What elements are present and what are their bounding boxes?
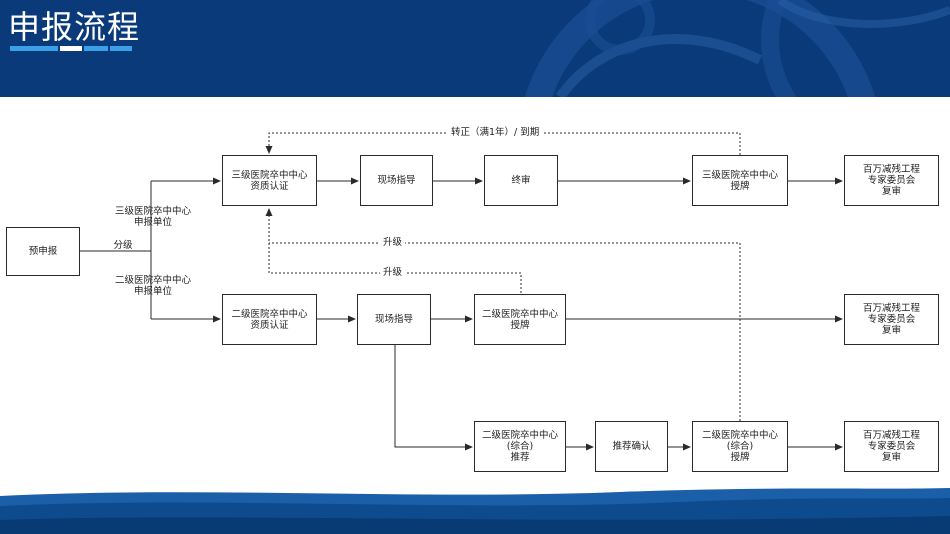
text-line: 三级医院卒中中心 bbox=[114, 206, 191, 217]
label-upgrade-1: 升级 bbox=[380, 237, 406, 248]
text-line: 专家委员会 bbox=[867, 175, 916, 186]
page-title: 申报流程 bbox=[8, 8, 141, 46]
node-l2c-confirm: 推荐确认 bbox=[595, 421, 668, 472]
text-line: (综合) bbox=[506, 441, 534, 452]
text-line: 三级医院卒中中心 bbox=[231, 169, 308, 181]
text-line: 复审 bbox=[881, 186, 901, 197]
node-l2c-committee: 百万减残工程专家委员会复审 bbox=[844, 421, 939, 472]
text-line: 二级医院卒中中心 bbox=[701, 430, 778, 441]
node-l2-committee: 百万减残工程专家委员会复审 bbox=[844, 294, 939, 345]
text-line: 申报单位 bbox=[133, 286, 172, 297]
edge-l2-onsite-recommend bbox=[394, 345, 473, 451]
text-line: 复审 bbox=[881, 452, 901, 463]
text-line: 三级医院卒中中心 bbox=[701, 169, 778, 181]
text-line: 申报单位 bbox=[133, 217, 172, 228]
label-l3-applicant: 三级医院卒中中心申报单位 bbox=[108, 206, 198, 228]
node-l3-onsite: 现场指导 bbox=[360, 155, 433, 206]
footer-wave bbox=[0, 488, 950, 534]
title-underline-segment bbox=[10, 46, 58, 51]
title-underline-segment bbox=[84, 46, 108, 51]
text-line: 百万减残工程 bbox=[862, 164, 920, 175]
node-l2-award: 二级医院卒中中心授牌 bbox=[474, 294, 566, 345]
text-line: 专家委员会 bbox=[867, 441, 916, 452]
text-line: 授牌 bbox=[510, 319, 530, 331]
text-line: 专家委员会 bbox=[867, 314, 916, 325]
title-underline-segment bbox=[110, 46, 132, 51]
label-l2-applicant: 二级医院卒中中心申报单位 bbox=[108, 275, 198, 297]
node-l2-onsite: 现场指导 bbox=[357, 294, 431, 345]
title-underline-segment bbox=[60, 46, 82, 51]
edge-upgrade-from-l2c-award bbox=[269, 242, 741, 421]
node-l3-award: 三级医院卒中中心授牌 bbox=[692, 155, 788, 206]
text-line: 资质认证 bbox=[250, 180, 289, 192]
node-l3-cert: 三级医院卒中中心资质认证 bbox=[222, 155, 317, 206]
node-l2c-award: 二级医院卒中中心(综合)授牌 bbox=[692, 421, 788, 472]
header-decoration bbox=[524, 0, 950, 97]
node-l2c-recommend: 二级医院卒中中心(综合)推荐 bbox=[474, 421, 566, 472]
text-line: 授牌 bbox=[730, 180, 750, 192]
text-line: 预申报 bbox=[28, 246, 58, 257]
text-line: 百万减残工程 bbox=[862, 430, 920, 441]
text-line: 二级医院卒中中心 bbox=[481, 430, 558, 441]
text-line: 二级医院卒中中心 bbox=[481, 308, 558, 320]
text-line: 终审 bbox=[511, 175, 531, 186]
node-pre-apply: 预申报 bbox=[6, 227, 80, 276]
text-line: 推荐确认 bbox=[612, 441, 651, 452]
node-l3-final-review: 终审 bbox=[484, 155, 558, 206]
node-l2-cert: 二级医院卒中中心资质认证 bbox=[222, 294, 317, 345]
text-line: 资质认证 bbox=[250, 319, 289, 331]
label-upgrade-2: 升级 bbox=[380, 267, 406, 278]
text-line: 二级医院卒中中心 bbox=[114, 275, 191, 286]
text-line: 现场指导 bbox=[377, 175, 416, 186]
text-line: 百万减残工程 bbox=[862, 303, 920, 314]
node-l3-committee: 百万减残工程专家委员会复审 bbox=[844, 155, 939, 206]
text-line: (综合) bbox=[726, 441, 754, 452]
text-line: 复审 bbox=[881, 325, 901, 336]
text-line: 授牌 bbox=[730, 452, 750, 463]
label-regularize: 转正（满1年）/ 到期 bbox=[448, 127, 543, 138]
text-line: 现场指导 bbox=[374, 314, 413, 325]
label-grading: 分级 bbox=[113, 240, 133, 251]
edge-upgrade-from-l2-award bbox=[269, 272, 522, 293]
text-line: 二级医院卒中中心 bbox=[231, 308, 308, 320]
header-banner: 申报流程 bbox=[0, 0, 950, 97]
text-line: 推荐 bbox=[510, 452, 530, 463]
